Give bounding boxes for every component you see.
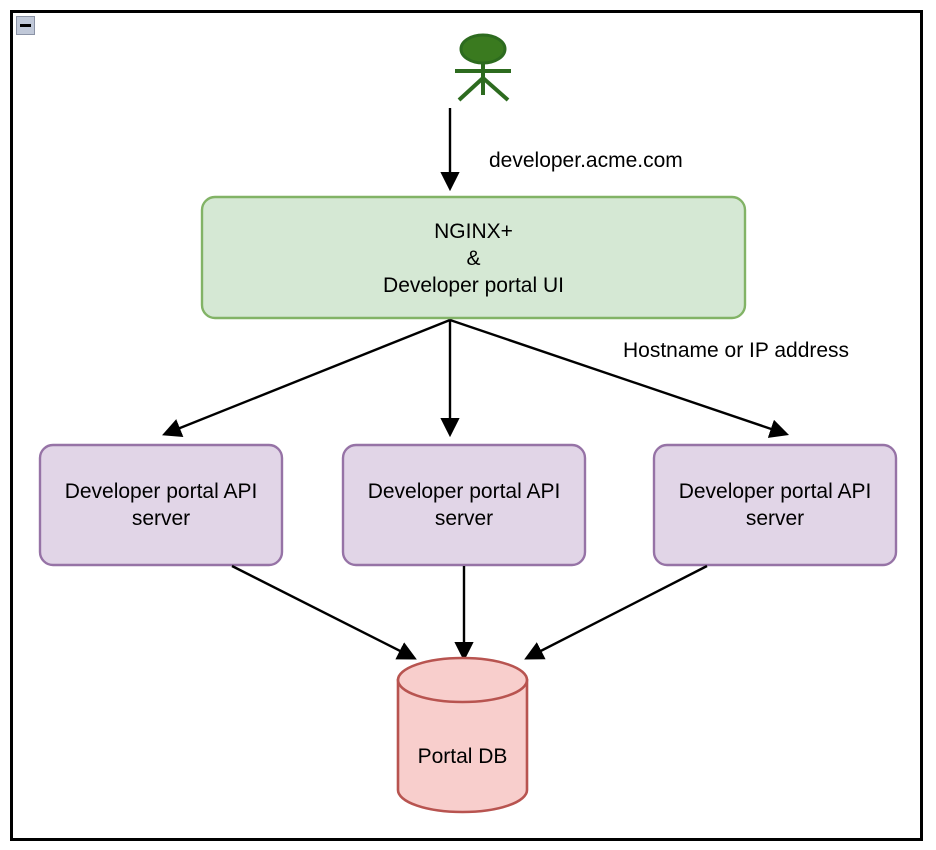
edge-nginx-to-api-3[interactable] <box>449 318 790 438</box>
edge-api-3-to-db[interactable] <box>524 564 708 660</box>
edge-nginx-to-api-1[interactable] <box>162 318 451 437</box>
node-api-3[interactable] <box>652 443 898 567</box>
stick-figure-actor-icon[interactable] <box>455 33 511 102</box>
edge-api-1-to-db[interactable] <box>231 564 417 660</box>
node-nginx[interactable] <box>200 195 747 320</box>
minus-icon <box>20 24 31 27</box>
node-api-1[interactable] <box>38 443 284 567</box>
collapse-button[interactable] <box>16 16 35 35</box>
node-portal-db[interactable] <box>396 656 529 814</box>
node-api-2[interactable] <box>341 443 587 567</box>
